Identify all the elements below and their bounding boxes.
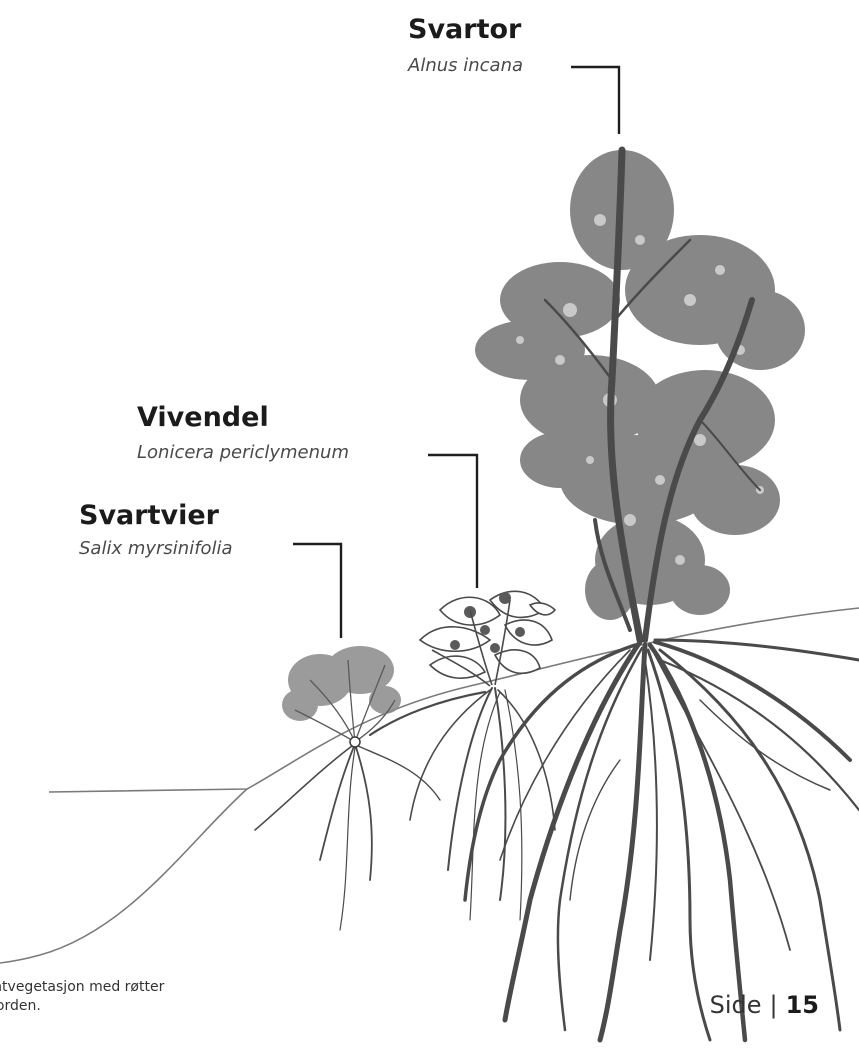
svartvier-latin-name: Salix myrsinifolia (79, 540, 233, 558)
svartor-roots (465, 640, 859, 1040)
svartvier-plant (255, 646, 440, 930)
vivendel-foliage (420, 591, 555, 678)
page-separator: | (770, 991, 778, 1019)
page-number: 15 (786, 991, 819, 1019)
svartvier-roots (255, 744, 440, 930)
page-label: Side (710, 991, 762, 1019)
svartor-latin-name: Alnus incana (408, 57, 523, 75)
caption-line-2: jorden. (0, 997, 294, 1016)
vivendel-common-name: Vivendel (137, 404, 269, 431)
leader-line-vivendel (428, 455, 477, 588)
svartvier-foliage (282, 646, 401, 721)
svartvier-common-name: Svartvier (79, 502, 219, 529)
svartor-tree (475, 150, 805, 640)
bank-line (0, 608, 859, 963)
svartvier-root-crown (350, 737, 360, 747)
figure-caption: v kantvegetasjon med røtter jorden. (0, 978, 294, 1016)
leader-line-svartvier (293, 544, 341, 638)
caption-line-1: v kantvegetasjon med røtter (0, 978, 294, 997)
svartor-common-name: Svartor (408, 16, 521, 43)
leader-line-svartor (571, 67, 619, 134)
vivendel-plant (370, 591, 555, 920)
page-footer: Side | 15 (710, 993, 819, 1017)
svartor-canopy (475, 150, 805, 620)
vivendel-latin-name: Lonicera periclymenum (137, 444, 349, 462)
